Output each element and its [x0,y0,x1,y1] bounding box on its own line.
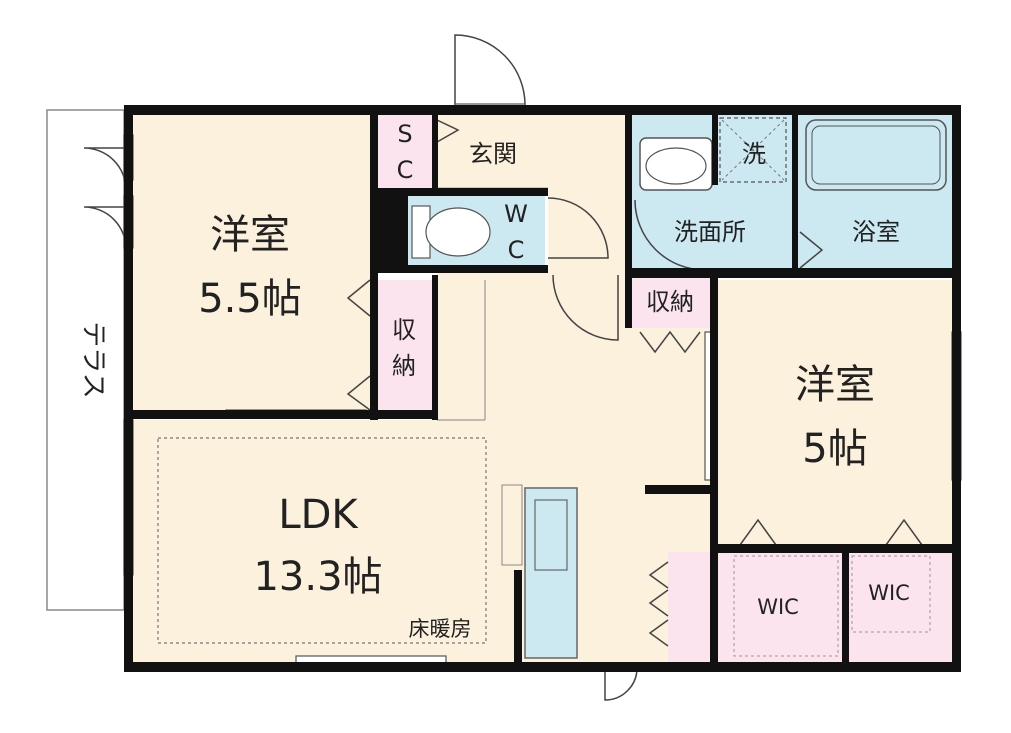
entrance-floor [437,115,548,188]
storage-vertical-label-1: 収 [392,316,416,344]
wall-wash-mid [712,115,718,185]
storage-vertical-floor [377,280,432,410]
western-room-1-floor [132,115,372,411]
pantry-floor [668,552,712,662]
wall-wc-bottom [378,265,548,273]
shoe-closet-floor [377,115,435,188]
toilet-door-swing [547,197,609,259]
terrace-area [46,109,125,611]
main-door-swing [454,34,526,106]
western-room-2-name: 洋室 [795,362,875,408]
bathroom-door [799,231,824,269]
wall-hall-right [625,115,632,285]
washbasin-bowl [645,147,707,185]
toilet-bowl [425,207,491,257]
pantry-door-2 [648,589,669,617]
closet-door-2 [346,375,371,411]
toilet-label-c: C [508,236,525,264]
wall-sc-right [432,115,438,188]
shoe-closet-label-c: C [397,156,414,184]
pantry-door-3 [648,619,669,647]
wall-wc-top [378,188,548,196]
room-floors [132,115,954,662]
ldk-floor-heating-label: 床暖房 [409,617,472,641]
toilet-label-w: W [504,200,528,228]
bathtub-inner [811,125,941,185]
wall-outer-left [124,105,133,672]
storage-small-label: 収納 [646,288,694,316]
wic-2-door [885,518,923,546]
entrance-door-arrow [436,119,460,143]
wall-wc-block [370,188,408,270]
wic-1-door [739,518,777,546]
washer-space [719,117,787,183]
washroom-label: 洗面所 [674,218,746,246]
wic-1-floor [717,552,842,662]
western-room-1-name: 洋室 [210,212,290,258]
wall-closet-right [432,275,438,420]
entrance-label: 玄関 [469,140,517,168]
doors [83,34,923,701]
ldk-name: LDK [278,492,359,538]
fixtures [157,117,947,659]
washer-label: 洗 [742,140,766,168]
wall-kitchen-left [514,570,522,662]
western-room-2-size: 5帖 [802,426,867,472]
labels: 洋室 5.5帖 洋室 5帖 LDK 13.3帖 床暖房 玄関 S C W C 洗… [78,120,910,641]
wall-wash-bath [792,115,798,275]
kitchen-backsplash [501,484,523,566]
western-room-2-floor [717,280,954,545]
wall-room2-bottom [710,544,961,553]
closet-door-1 [346,279,371,317]
wall-outer-right [952,105,961,672]
pantry-door-1 [648,561,669,589]
storage-vertical-label-2: 納 [392,352,416,380]
wic-2-floor [848,552,954,662]
kitchen-counter [524,487,578,659]
wall-outer-bottom [124,662,961,672]
storage-small-floor [632,278,712,328]
wic-1-label: WIC [757,595,799,619]
western-room-1-size: 5.5帖 [198,276,302,322]
storage-small-door [639,330,701,354]
bathtub [805,119,947,191]
kitchen-sink [534,499,568,571]
hall-floor [548,115,625,275]
wall-room1-bottom [124,410,434,419]
washbasin [639,137,713,191]
ldk-size: 13.3帖 [253,554,382,600]
floor-heating-area [157,437,487,644]
wall-storage-small-left [625,278,632,328]
wic-2-rail [851,555,931,633]
hall-door-swing [552,274,619,341]
wall-wic-divider [842,544,849,662]
walls [124,105,961,672]
washer-cross [721,119,785,181]
terrace-label: テラス [78,321,108,398]
wall-outer-top [124,105,961,115]
shoe-closet-label-s: S [397,120,412,148]
wall-kitchen-stub [645,485,715,494]
rear-door-swing [604,665,638,701]
wall-room2-left [710,278,718,662]
bathroom-label: 浴室 [852,218,900,246]
wic-2-label: WIC [868,581,910,605]
